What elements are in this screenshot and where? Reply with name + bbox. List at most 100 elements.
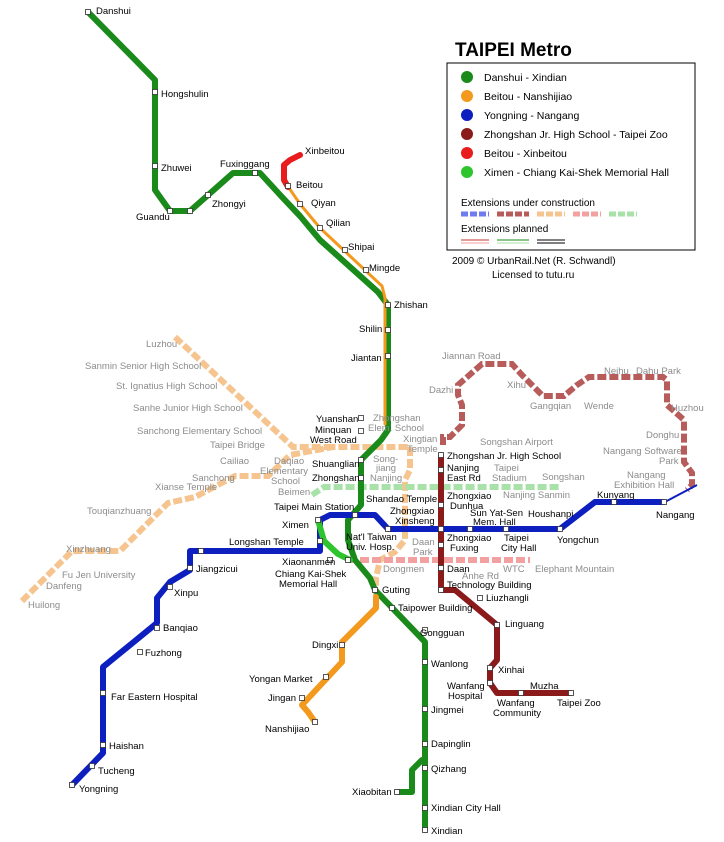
station-label-fuxinggang[interactable]: Fuxinggang [220, 159, 270, 170]
station-label-shipai[interactable]: Shipai [348, 242, 374, 253]
station-label-yongan[interactable]: Yongan Market [249, 674, 313, 685]
station-marker [297, 201, 303, 207]
station-label-dingxi[interactable]: Dingxi [312, 640, 338, 651]
ext-label-songshan: Songshan [542, 472, 585, 483]
station-label-yongchun[interactable]: Yongchun [557, 535, 599, 546]
station-label-jiantan[interactable]: Jiantan [351, 353, 382, 364]
station-label-yongning[interactable]: Yongning [79, 784, 118, 795]
station-label-muzha[interactable]: Muzha [530, 681, 559, 692]
station-label-minquan[interactable]: Minquan [315, 425, 351, 436]
station-label-jiangzicui[interactable]: Jiangzicui [196, 564, 238, 575]
ext-label-neihu: Neihu [604, 366, 629, 377]
station-label-techbldg[interactable]: Technology Building [447, 580, 532, 591]
station-label-cks-1[interactable]: Chiang Kai-Shek [275, 569, 347, 580]
station-label-shandao[interactable]: Shandao Temple [366, 494, 437, 505]
station-marker [385, 526, 391, 532]
station-label-shilin[interactable]: Shilin [359, 324, 382, 335]
station-label-xinhai[interactable]: Xinhai [498, 665, 524, 676]
station-label-zx-dunhua-2[interactable]: Dunhua [450, 501, 484, 512]
station-marker [85, 9, 91, 15]
station-label-ntu-2[interactable]: Univ. Hosp. [346, 542, 394, 553]
station-marker [487, 665, 493, 671]
station-label-zx-fuxing-1[interactable]: Zhongxiao [447, 533, 491, 544]
station-label-xindian[interactable]: Xindian [431, 826, 463, 837]
station-label-taipei-city-hall-1[interactable]: Taipei [504, 533, 529, 544]
station-label-zhishan[interactable]: Zhishan [394, 300, 428, 311]
station-label-ntu-1[interactable]: Nat'l Taiwan [346, 532, 397, 543]
station-label-hongshulin[interactable]: Hongshulin [161, 89, 209, 100]
station-label-longshan[interactable]: Longshan Temple [229, 537, 304, 548]
station-label-kunyang[interactable]: Kunyang [597, 490, 635, 501]
station-label-jingan[interactable]: Jingan [268, 693, 296, 704]
station-label-nanjing-1[interactable]: Nanjing [447, 463, 479, 474]
ext-label-wtc: WTC [503, 564, 525, 575]
station-label-minquan-2[interactable]: West Road [310, 435, 357, 446]
line-beitou-nanshijiao [285, 183, 387, 426]
station-label-mingde[interactable]: Mingde [369, 263, 400, 274]
station-label-houshanpi[interactable]: Houshanpi [528, 509, 573, 520]
station-label-taipeizoo[interactable]: Taipei Zoo [557, 698, 601, 709]
station-label-danshui[interactable]: Danshui [96, 6, 131, 17]
station-label-zx-dunhua-1[interactable]: Zhongxiao [447, 491, 491, 502]
station-label-nanjing-2[interactable]: East Rd [447, 473, 481, 484]
station-label-cks-2[interactable]: Memorial Hall [279, 579, 337, 590]
station-label-ximen[interactable]: Ximen [282, 520, 309, 531]
station-label-beitou[interactable]: Beitou [296, 180, 323, 191]
station-label-wanfang-c-1[interactable]: Wanfang [497, 698, 535, 709]
station-marker [187, 208, 193, 214]
ext-label-danfeng: Danfeng [46, 581, 82, 592]
station-label-nanshijiao[interactable]: Nanshijiao [265, 724, 309, 735]
ext-label-anhe: Anhe Rd [462, 571, 499, 582]
station-label-zhongshan[interactable]: Zhongshan [312, 473, 360, 484]
station-label-qizhang[interactable]: Qizhang [431, 764, 466, 775]
station-marker [205, 192, 211, 198]
station-label-syshall-1[interactable]: Sun Yat-Sen [470, 508, 523, 519]
station-label-taipower[interactable]: Taipower Building [398, 603, 472, 614]
station-label-fuzhong[interactable]: Fuzhong [145, 648, 182, 659]
station-label-haishan[interactable]: Haishan [109, 741, 144, 752]
station-label-daan[interactable]: Daan [447, 564, 470, 575]
station-label-banqiao[interactable]: Banqiao [163, 623, 198, 634]
station-label-zjhs[interactable]: Zhongshan Jr. High School [447, 451, 561, 462]
ext-label-fujen: Fu Jen University [62, 570, 136, 581]
station-label-wanlong[interactable]: Wanlong [431, 659, 468, 670]
station-label-xinpu[interactable]: Xinpu [174, 588, 198, 599]
station-label-taipei-main[interactable]: Taipei Main Station [274, 502, 354, 513]
station-label-xinbeitou[interactable]: Xinbeitou [305, 146, 345, 157]
extensions-layer [19, 334, 698, 604]
station-label-xindian-city[interactable]: Xindian City Hall [431, 803, 501, 814]
station-label-liuzhangli[interactable]: Liuzhangli [486, 593, 529, 604]
station-marker [438, 467, 444, 473]
station-label-wanfang-c-2[interactable]: Community [493, 708, 541, 719]
station-label-dapinglin[interactable]: Dapinglin [431, 739, 471, 750]
station-marker [422, 805, 428, 811]
station-label-qilian[interactable]: Qilian [326, 218, 350, 229]
station-marker [372, 587, 378, 593]
station-label-shuanglian[interactable]: Shuanglian [312, 459, 360, 470]
station-label-guandu[interactable]: Guandu [136, 212, 170, 223]
station-label-jingmei[interactable]: Jingmei [431, 705, 464, 716]
station-label-fareastern[interactable]: Far Eastern Hospital [111, 692, 198, 703]
station-label-qiyan[interactable]: Qiyan [311, 198, 336, 209]
station-label-yuanshan[interactable]: Yuanshan [316, 414, 358, 425]
ext-label-songjiang-2: jiang [375, 463, 396, 474]
station-label-tucheng[interactable]: Tucheng [98, 766, 135, 777]
station-label-wanfang-h-2[interactable]: Hospital [448, 691, 482, 702]
station-label-xiaonanmen[interactable]: Xiaonanmen [282, 557, 335, 568]
station-label-zx-fuxing-2[interactable]: Fuxing [450, 543, 479, 554]
ext-label-beimen: Beimen [278, 487, 310, 498]
station-label-syshall-2[interactable]: Mem. Hall [473, 517, 516, 528]
station-label-wanfang-h-1[interactable]: Wanfang [447, 681, 485, 692]
station-label-zx-xinsheng-1[interactable]: Zhongxiao [390, 506, 434, 517]
station-label-nangang[interactable]: Nangang [656, 510, 695, 521]
station-label-zx-xinsheng-2[interactable]: Xinsheng [395, 516, 435, 527]
station-label-linguang[interactable]: Linguang [505, 619, 544, 630]
station-label-xiaobitan[interactable]: Xiaobitan [352, 787, 392, 798]
ext-label-daqiao-1: Daqiao [274, 456, 304, 467]
station-label-guting[interactable]: Guting [382, 585, 410, 596]
station-label-zhuwei[interactable]: Zhuwei [161, 163, 192, 174]
station-label-zhongyi[interactable]: Zhongyi [212, 199, 246, 210]
station-label-gongguan[interactable]: Gongguan [420, 628, 464, 639]
station-label-taipei-city-hall-2[interactable]: City Hall [501, 543, 536, 554]
